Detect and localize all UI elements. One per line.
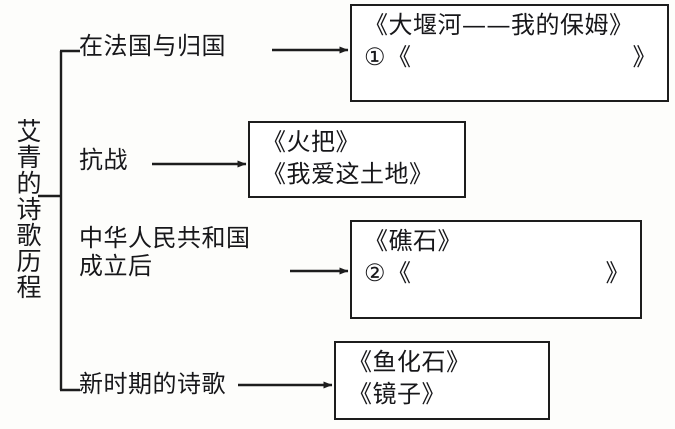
branch-label-newera: 新时期的诗歌 bbox=[79, 370, 226, 398]
work-box-prc: 《礁石》 ②《 》 bbox=[350, 220, 642, 319]
fill-in-blank-2: ②《 》 bbox=[364, 258, 630, 290]
work-title: 《我爱这土地》 bbox=[262, 159, 434, 188]
blank-close-bracket: 》 bbox=[605, 258, 630, 287]
work-title: 《镜子》 bbox=[348, 379, 446, 408]
work-box-france: 《大堰河——我的保姆》 ①《 》 bbox=[350, 4, 669, 102]
blank-number: ① bbox=[364, 42, 387, 71]
blank-open-bracket: 《 bbox=[387, 42, 412, 71]
work-box-newera: 《鱼化石》 《镜子》 bbox=[334, 341, 550, 420]
work-title: 《礁石》 bbox=[364, 227, 462, 255]
blank-open-bracket: 《 bbox=[387, 258, 412, 287]
branch-label-france: 在法国与归国 bbox=[79, 32, 226, 60]
blank-number: ② bbox=[364, 258, 387, 287]
branch-label-prc: 中华人民共和国 成立后 bbox=[79, 224, 251, 280]
work-box-war: 《火把》 《我爱这土地》 bbox=[248, 121, 466, 198]
root-label: 艾青的诗歌历程 bbox=[13, 118, 42, 300]
fill-in-blank-1: ①《 》 bbox=[364, 42, 657, 74]
branch-label-war: 抗战 bbox=[79, 146, 128, 174]
work-title: 《鱼化石》 bbox=[348, 348, 471, 376]
work-title: 《火把》 bbox=[262, 128, 360, 156]
work-title: 《大堰河——我的保姆》 bbox=[364, 11, 634, 39]
blank-close-bracket: 》 bbox=[632, 42, 657, 71]
